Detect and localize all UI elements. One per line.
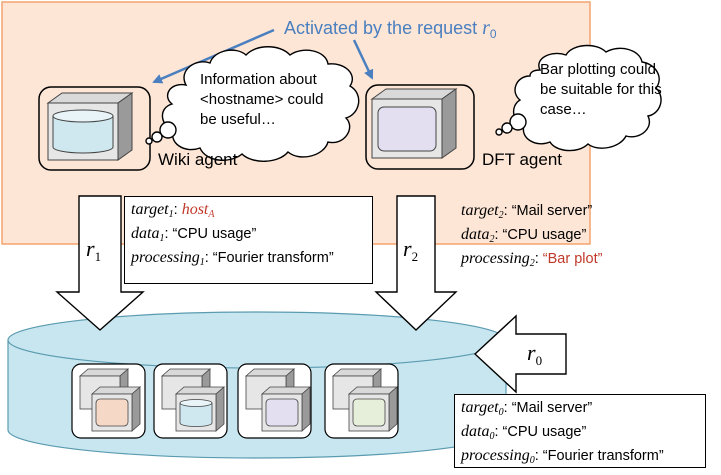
dft-thought-line-1: Bar plotting could: [540, 61, 656, 78]
wiki-thought-text: Information about <hostname> could be us…: [200, 70, 323, 130]
pool-agent-2: [153, 363, 228, 439]
request-label-r0: r0: [527, 340, 542, 369]
dft-thought-cloud: [495, 44, 662, 152]
r2-processing-key: processing: [461, 250, 530, 267]
r1-data-colon: :: [164, 226, 173, 242]
wiki-agent-frame: [38, 86, 151, 171]
request-label-r2-sub: 2: [411, 249, 419, 264]
request-label-r2: r2: [403, 236, 418, 265]
r2-data-sub: 2: [489, 234, 495, 245]
r1-data-value: “CPU usage”: [172, 226, 257, 242]
request-box-r0: target0: “Mail server” data0: “CPU usage…: [454, 394, 706, 468]
r0-target-sub: 0: [498, 407, 504, 418]
r0-target-row: target0: “Mail server”: [461, 398, 699, 422]
r2-target-key: target: [461, 202, 499, 219]
r0-data-sub: 0: [489, 431, 495, 442]
wiki-thought-line-3: be useful…: [200, 111, 276, 128]
request-arrow-r0: [473, 314, 567, 394]
r0-processing-colon: :: [534, 448, 543, 464]
r1-processing-sub: 1: [199, 257, 205, 268]
r0-data-key: data: [461, 423, 490, 440]
dft-agent-frame: [365, 84, 475, 170]
r0-data-value: “CPU usage”: [502, 424, 587, 440]
request-label-r0-sub: 0: [535, 353, 543, 368]
r2-data-key: data: [461, 226, 490, 243]
activation-arrow-dft: [352, 39, 374, 80]
wiki-thought-line-2: <hostname> could: [200, 91, 324, 108]
r0-processing-value: “Fourier transform”: [542, 448, 664, 464]
r2-target-value: “Mail server”: [511, 203, 593, 219]
r0-processing-sub: 0: [529, 455, 535, 466]
r2-data-value: “CPU usage”: [502, 227, 587, 243]
r2-processing-sub: 2: [529, 258, 535, 269]
r0-processing-key: processing: [461, 447, 530, 464]
r0-target-key: target: [461, 399, 499, 416]
r1-target-key: target: [131, 201, 169, 218]
activation-title: Activated by the request r0: [284, 17, 497, 41]
dft-thought-text: Bar plotting could be suitable for this …: [540, 60, 662, 120]
r1-data-sub: 1: [159, 233, 165, 244]
wiki-agent-cube: [46, 92, 134, 161]
r1-processing-key: processing: [131, 249, 200, 266]
request-arrow-r2: [374, 195, 458, 331]
activation-title-sub: 0: [489, 27, 497, 41]
pool-agent-3: [237, 363, 312, 439]
request-label-r1-sub: 1: [94, 249, 102, 264]
request-label-r2-var: r: [403, 236, 412, 261]
r2-target-sub: 2: [498, 210, 504, 221]
r0-data-colon: :: [494, 424, 503, 440]
r0-processing-row: processing0: “Fourier transform”: [461, 446, 699, 470]
activation-title-var: r: [482, 17, 490, 39]
wiki-thought-line-1: Information about: [200, 71, 317, 88]
dft-thought-line-2: be suitable for this: [540, 81, 662, 98]
r1-target-value-sub: A: [208, 209, 215, 220]
r1-target-value: host: [181, 201, 209, 218]
pool-agent-4: [324, 363, 399, 439]
request-box-r2: target2: “Mail server” data2: “CPU usage…: [455, 198, 677, 272]
request-label-r1-var: r: [86, 236, 95, 261]
r2-processing-value: “Bar plot”: [542, 251, 603, 267]
request-label-r1: r1: [86, 236, 101, 265]
request-arrow-r1: [55, 195, 145, 331]
r1-data-key: data: [131, 225, 160, 242]
wiki-agent-name: Wiki agent: [158, 150, 238, 169]
r1-target-row: target1: hostA: [131, 200, 366, 224]
r0-data-row: data0: “CPU usage”: [461, 422, 699, 446]
request-box-r1: target1: hostA data1: “CPU usage” proces…: [124, 196, 373, 284]
r2-data-colon: :: [494, 227, 503, 243]
r1-processing-row: processing1: “Fourier transform”: [131, 248, 366, 272]
r0-target-colon: :: [503, 400, 512, 416]
r1-target-colon: :: [173, 202, 182, 218]
dft-agent-cube: [370, 88, 458, 159]
pool-agent-1: [71, 363, 146, 439]
wiki-thought-cloud: [145, 46, 360, 162]
r1-target-sub: 1: [168, 209, 174, 220]
r1-processing-value: “Fourier transform”: [212, 250, 334, 266]
r2-processing-colon: :: [534, 251, 543, 267]
r1-data-row: data1: “CPU usage”: [131, 224, 366, 248]
r1-processing-colon: :: [204, 250, 213, 266]
request-label-r0-var: r: [527, 340, 536, 365]
dft-thought-line-3: case…: [540, 101, 587, 118]
r2-data-row: data2: “CPU usage”: [461, 225, 671, 249]
dft-agent-name: DFT agent: [482, 150, 563, 169]
r2-target-colon: :: [503, 203, 512, 219]
r0-target-value: “Mail server”: [511, 400, 593, 416]
r2-processing-row: processing2: “Bar plot”: [461, 249, 671, 273]
r2-target-row: target2: “Mail server”: [461, 201, 671, 225]
activation-title-text: Activated by the request: [284, 18, 483, 38]
